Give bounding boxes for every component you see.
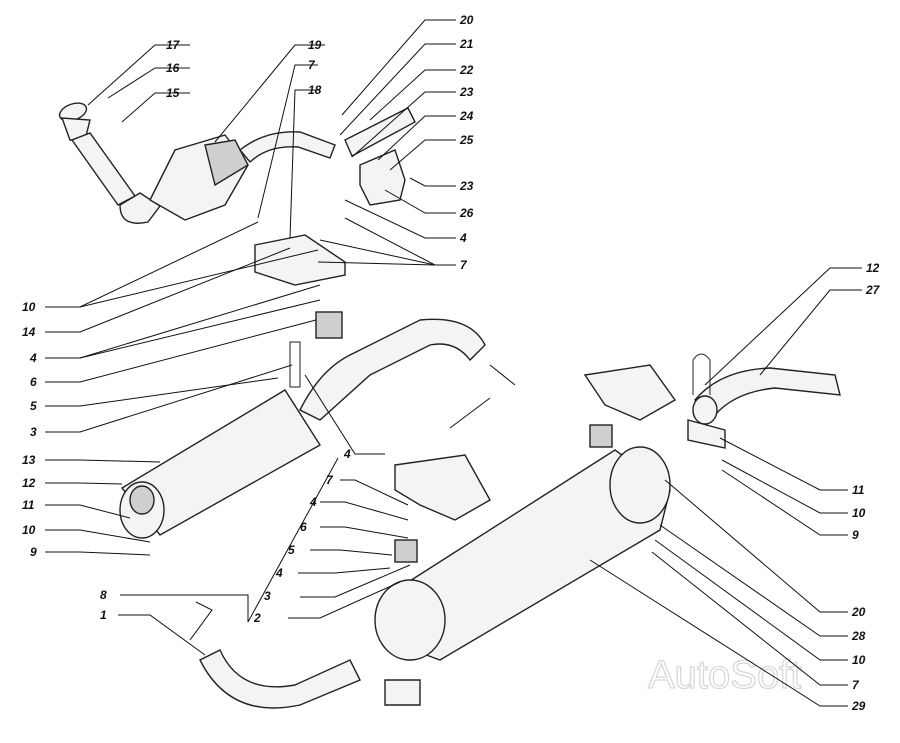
callout-1: 1 — [100, 608, 107, 622]
callout-24: 24 — [459, 109, 474, 123]
callout-11b: 11 — [852, 483, 865, 497]
callout-8: 8 — [100, 588, 107, 602]
callout-7a: 7 — [308, 58, 316, 72]
break-marks — [189, 364, 516, 641]
callout-17: 17 — [166, 38, 181, 52]
callout-22: 22 — [459, 63, 474, 77]
tailpipe — [687, 353, 841, 449]
callout-7b: 7 — [460, 258, 468, 272]
front-pipe-catalytic-converter — [58, 102, 336, 224]
callout-29: 29 — [851, 699, 866, 713]
callout-12a: 12 — [22, 476, 36, 490]
callout-10a: 10 — [22, 300, 36, 314]
leader-lines — [45, 19, 862, 707]
callout-5b: 5 — [288, 543, 295, 557]
callout-9a: 9 — [30, 545, 37, 559]
callout-21: 21 — [459, 37, 474, 51]
callout-3a: 3 — [30, 425, 37, 439]
callout-labels: 17 16 15 19 7 18 20 21 22 23 24 25 23 26… — [22, 13, 881, 713]
callout-11a: 11 — [22, 498, 35, 512]
callout-15: 15 — [166, 86, 180, 100]
callout-9b: 9 — [852, 528, 859, 542]
callout-23a: 23 — [459, 85, 474, 99]
callout-5a: 5 — [30, 399, 37, 413]
callout-23b: 23 — [459, 179, 474, 193]
callout-20a: 20 — [459, 13, 474, 27]
intermediate-muffler — [119, 318, 486, 539]
callout-10c: 10 — [852, 506, 866, 520]
callout-10b: 10 — [22, 523, 36, 537]
main-muffler — [199, 424, 671, 709]
callout-13: 13 — [22, 453, 36, 467]
callout-25: 25 — [459, 133, 474, 147]
callout-3b: 3 — [264, 589, 271, 603]
callout-6b: 6 — [300, 520, 307, 534]
middle-brackets — [394, 364, 677, 521]
callout-20b: 20 — [851, 605, 866, 619]
callout-7d: 7 — [852, 678, 860, 692]
callout-16: 16 — [166, 61, 180, 75]
callout-12b: 12 — [866, 261, 880, 275]
callout-4e: 4 — [275, 566, 283, 580]
callout-2: 2 — [253, 611, 261, 625]
callout-6a: 6 — [30, 375, 37, 389]
callout-27: 27 — [865, 283, 881, 297]
callout-4c: 4 — [343, 447, 351, 461]
callout-14: 14 — [22, 325, 36, 339]
callout-7c: 7 — [326, 473, 334, 487]
callout-4a: 4 — [459, 231, 467, 245]
callout-10d: 10 — [852, 653, 866, 667]
callout-28: 28 — [851, 629, 866, 643]
callout-4d: 4 — [309, 495, 317, 509]
callout-19: 19 — [308, 38, 322, 52]
watermark: AutoSoft — [648, 653, 801, 697]
callout-26: 26 — [459, 206, 474, 220]
callout-18: 18 — [308, 83, 322, 97]
callout-4b: 4 — [29, 351, 37, 365]
